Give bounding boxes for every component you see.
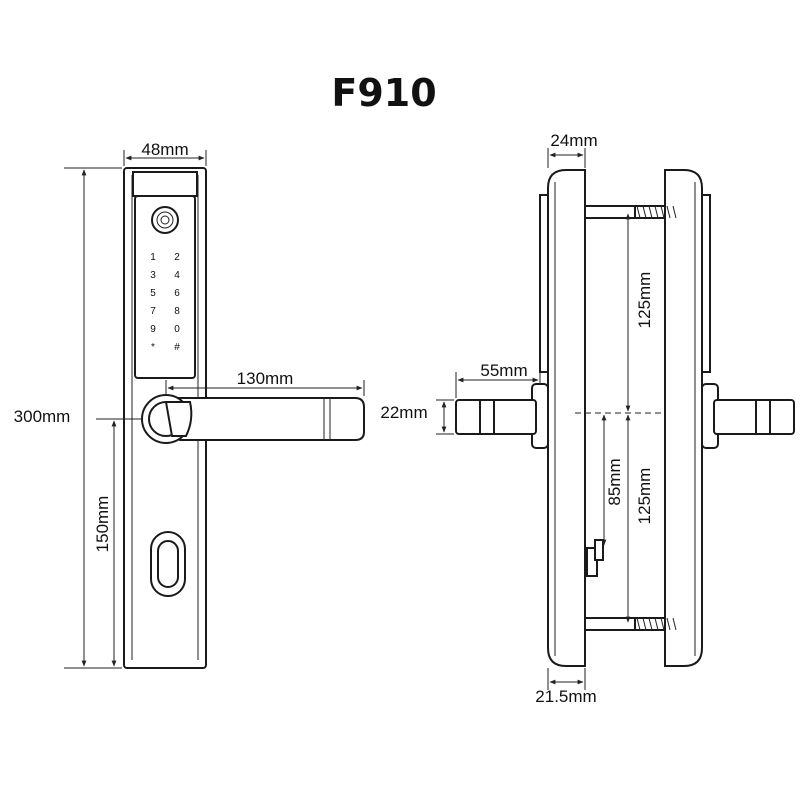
dim-bottom-depth: 21.5mm [535, 668, 597, 706]
dim-bottom-depth-label: 21.5mm [535, 687, 596, 706]
dim-handle-projection-label: 55mm [480, 361, 527, 380]
dim-top-depth-label: 24mm [550, 131, 597, 150]
dim-handle-diameter: 22mm [380, 399, 454, 435]
dim-backset: 85mm [601, 414, 624, 546]
bottom-screw [584, 617, 677, 631]
key-7: 7 [150, 306, 156, 317]
dim-handle-diameter-label: 22mm [380, 403, 427, 422]
side-plate-right [664, 169, 703, 667]
key-0: 0 [174, 324, 180, 335]
dim-upper-spacing: 125mm [625, 213, 654, 412]
dim-handle-length: 130mm [165, 369, 365, 396]
key-6: 6 [174, 288, 180, 299]
side-view: 24mm 21.5mm 55mm 22mm 125mm [380, 131, 795, 706]
key-5: 5 [150, 288, 156, 299]
dim-height-label: 300mm [14, 407, 71, 426]
dim-lower-spacing: 125mm [625, 414, 654, 623]
side-cylinder [586, 547, 598, 577]
key-1: 1 [150, 252, 156, 263]
key-hash: # [174, 342, 180, 353]
top-cap [132, 171, 198, 197]
dim-upper-spacing-label: 125mm [635, 272, 654, 329]
dim-handle-height-label: 150mm [93, 496, 112, 553]
model-title: F910 [331, 71, 436, 115]
keypad-grid: 1 2 3 4 5 6 7 8 9 0 * # [150, 252, 180, 353]
side-plate-left [547, 169, 586, 667]
dim-width: 48mm [123, 140, 207, 166]
front-view: 1 2 3 4 5 6 7 8 9 0 * # [14, 140, 365, 669]
keypad-panel [134, 195, 196, 379]
key-4: 4 [174, 270, 180, 281]
fingerprint-icon [151, 206, 179, 234]
dim-height: 300mm [14, 167, 122, 669]
dim-handle-projection: 55mm [455, 361, 541, 398]
side-handle-right [701, 383, 795, 449]
front-handle [141, 394, 365, 444]
key-8: 8 [174, 306, 180, 317]
dim-lower-spacing-label: 125mm [635, 468, 654, 525]
key-2: 2 [174, 252, 180, 263]
dim-handle-length-label: 130mm [237, 369, 294, 388]
key-star: * [151, 342, 155, 353]
key-9: 9 [150, 324, 156, 335]
top-screw [584, 205, 677, 219]
side-handle-left [455, 383, 549, 449]
dim-backset-label: 85mm [605, 458, 624, 505]
key-3: 3 [150, 270, 156, 281]
dim-top-depth: 24mm [547, 131, 598, 168]
dim-width-label: 48mm [141, 140, 188, 159]
dim-handle-height: 150mm [93, 418, 142, 667]
